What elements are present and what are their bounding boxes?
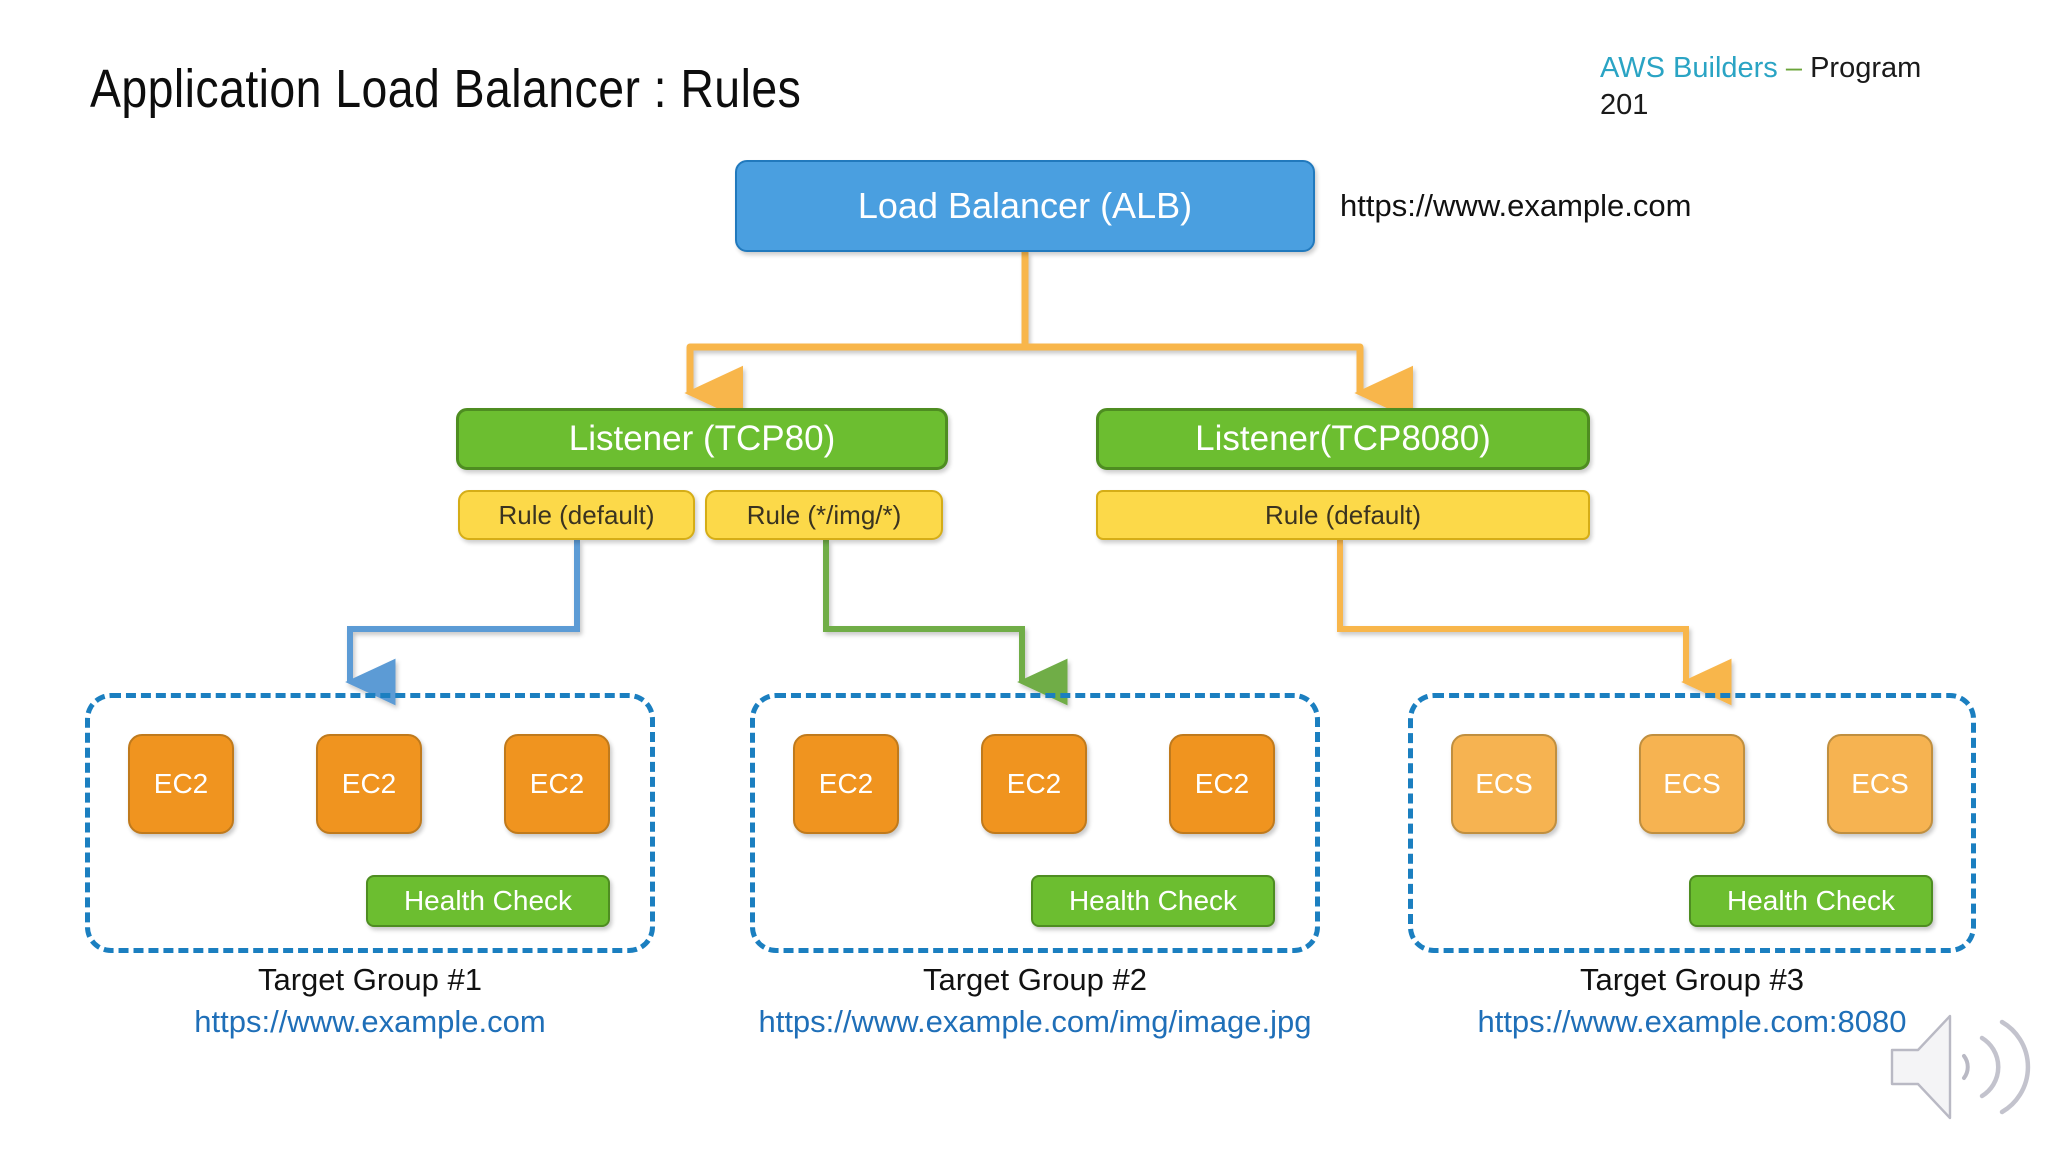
speaker-icon[interactable]	[1884, 1002, 2044, 1132]
listener-node-tcp8080[interactable]: Listener(TCP8080)	[1096, 408, 1590, 470]
target-group-2-url: https://www.example.com/img/image.jpg	[758, 1004, 1312, 1039]
connector-rule3-to-tg3	[1337, 540, 1732, 706]
rule-label: Rule (default)	[1264, 499, 1422, 530]
rule-label: Rule (default)	[498, 499, 655, 530]
page-title: Application Load Balancer : Rules	[90, 59, 802, 119]
target-group-1-container[interactable]: EC2 EC2 EC2 Health Check	[85, 693, 655, 953]
rule-label: Rule (*/img/*)	[746, 499, 902, 530]
instance-label: EC2	[341, 768, 397, 799]
health-check-label: Health Check	[403, 885, 573, 916]
target-group-3-container[interactable]: ECS ECS ECS Health Check	[1408, 693, 1976, 953]
target-group-3-url: https://www.example.com:8080	[1477, 1004, 1907, 1039]
target-group-2-container[interactable]: EC2 EC2 EC2 Health Check	[750, 693, 1320, 953]
target-group-2-caption: Target Group #2	[922, 962, 1148, 997]
listener-node-tcp80[interactable]: Listener (TCP80)	[456, 408, 948, 470]
connector-rule1-to-tg1	[345, 540, 580, 706]
instance-node[interactable]: ECS	[1827, 734, 1933, 834]
connector-alb-to-listeners	[684, 252, 1414, 421]
instance-label: EC2	[529, 768, 585, 799]
brand-label: AWS Builders – Program 201	[1600, 50, 1950, 124]
instance-node[interactable]: EC2	[1169, 734, 1275, 834]
instance-node[interactable]: EC2	[793, 734, 899, 834]
instance-label: EC2	[1006, 768, 1062, 799]
instance-label: EC2	[153, 768, 209, 799]
rule-node-default-tcp8080[interactable]: Rule (default)	[1096, 490, 1590, 540]
instance-label: EC2	[818, 768, 874, 799]
health-check-node[interactable]: Health Check	[1689, 875, 1933, 927]
listener-label: Listener(TCP8080)	[1195, 419, 1491, 458]
instance-node[interactable]: ECS	[1451, 734, 1557, 834]
load-balancer-node[interactable]: Load Balancer (ALB)	[735, 160, 1315, 252]
load-balancer-label: Load Balancer (ALB)	[857, 185, 1193, 226]
health-check-node[interactable]: Health Check	[1031, 875, 1275, 927]
connector-rule2-to-tg2	[823, 540, 1068, 706]
instance-label: ECS	[1663, 768, 1721, 799]
instance-node[interactable]: EC2	[128, 734, 234, 834]
brand-program-text: Program 201	[1600, 52, 1922, 122]
instance-node[interactable]: EC2	[504, 734, 610, 834]
health-check-label: Health Check	[1068, 885, 1238, 916]
target-group-1-caption: Target Group #1	[257, 962, 483, 997]
instance-node[interactable]: EC2	[316, 734, 422, 834]
listener-label: Listener (TCP80)	[568, 419, 836, 458]
rule-node-img-path[interactable]: Rule (*/img/*)	[705, 490, 943, 540]
instance-label: EC2	[1194, 768, 1250, 799]
health-check-node[interactable]: Health Check	[366, 875, 610, 927]
instance-node[interactable]: ECS	[1639, 734, 1745, 834]
load-balancer-url: https://www.example.com	[1340, 188, 1692, 223]
instance-label: ECS	[1475, 768, 1533, 799]
rule-node-default-tcp80[interactable]: Rule (default)	[458, 490, 695, 540]
health-check-label: Health Check	[1726, 885, 1896, 916]
brand-dash-text: –	[1785, 52, 1803, 84]
target-group-3-caption: Target Group #3	[1579, 962, 1805, 997]
instance-label: ECS	[1851, 768, 1909, 799]
brand-aws-text: AWS Builders	[1600, 52, 1778, 84]
instance-node[interactable]: EC2	[981, 734, 1087, 834]
target-group-1-url: https://www.example.com	[194, 1004, 546, 1039]
